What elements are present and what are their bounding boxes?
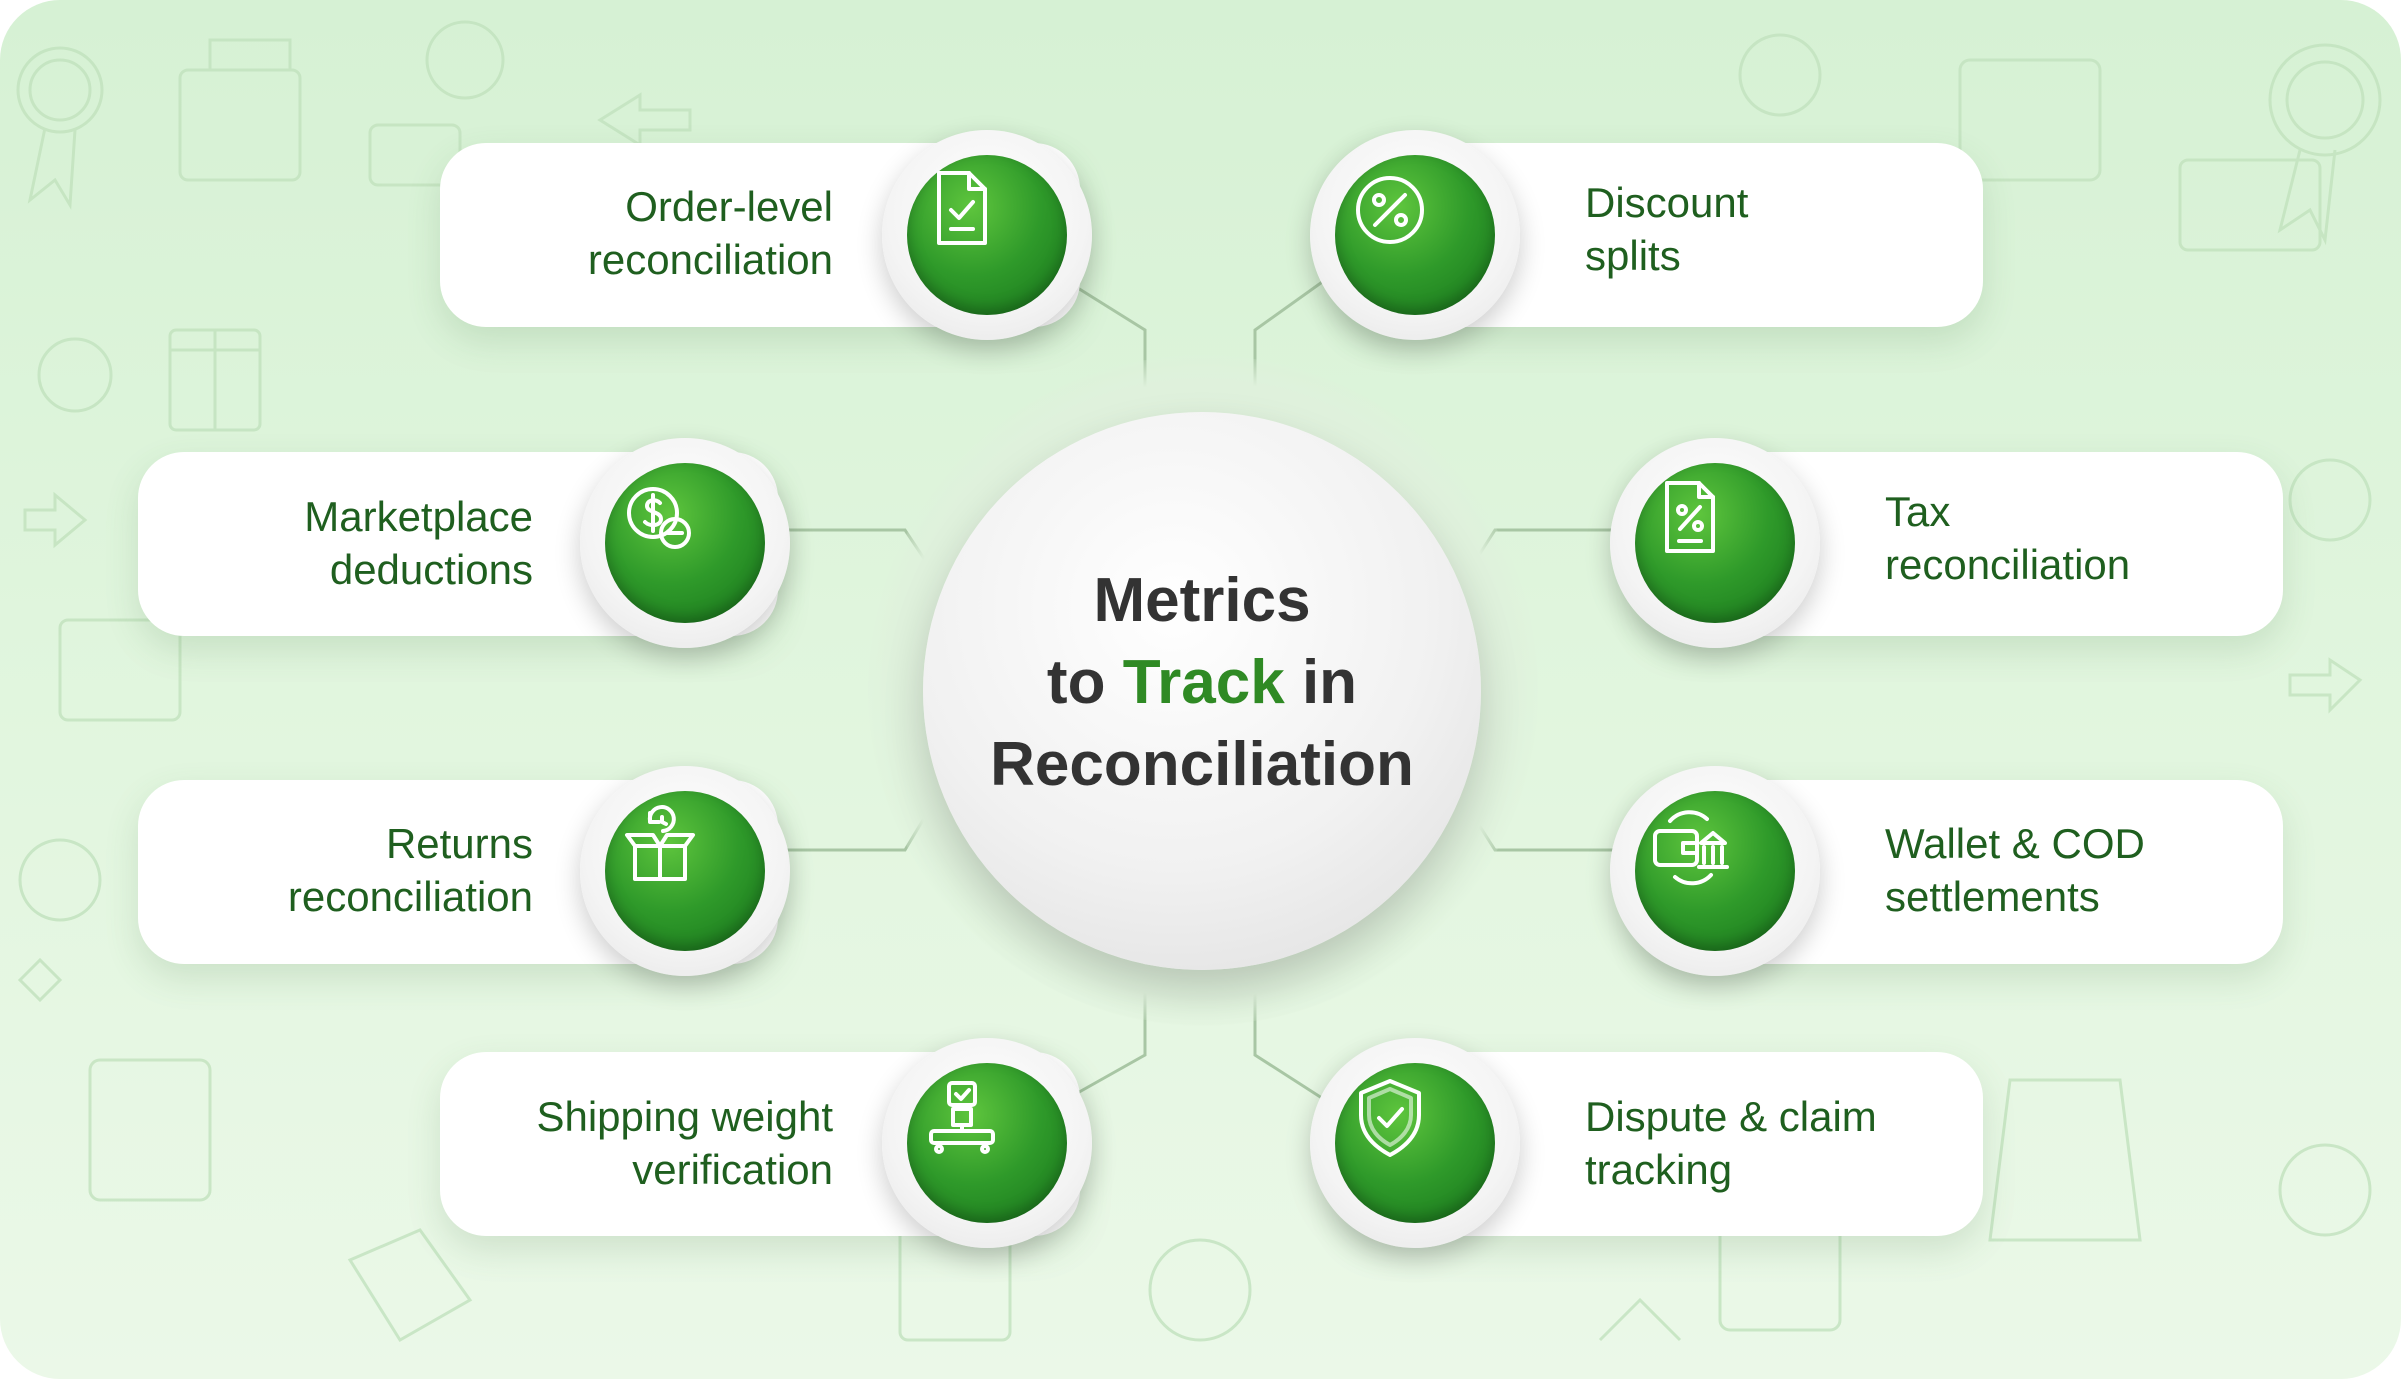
label-line2: deductions <box>329 546 533 593</box>
badge-discount-splits <box>1310 130 1520 340</box>
badge-order-level <box>882 130 1092 340</box>
hub-title-line2-pre: to <box>1046 648 1106 717</box>
label-line2: verification <box>632 1146 833 1193</box>
tax-document-icon <box>1665 481 1715 553</box>
label-line2: tracking <box>1585 1146 1733 1193</box>
label-tax-reconciliation: Tax reconciliation <box>1885 485 2130 591</box>
label-discount-splits: Discount splits <box>1585 176 1748 282</box>
hub-title: Metrics to Track in Reconciliation <box>923 560 1481 806</box>
hub-title-line3: Reconciliation <box>990 730 1414 799</box>
badge-returns-reconciliation <box>580 766 790 976</box>
label-shipping-weight-verification: Shipping weight verification <box>536 1090 833 1196</box>
label-line1: Dispute & claim <box>1585 1093 1877 1140</box>
return-box-icon <box>625 805 695 881</box>
label-line1: Returns <box>385 820 533 867</box>
badge-tax-reconciliation <box>1610 438 1820 648</box>
label-marketplace-deductions: Marketplace deductions <box>304 490 533 596</box>
weighing-scale-icon <box>929 1081 995 1154</box>
hub-title-line1: Metrics <box>1093 566 1311 635</box>
label-line1: Shipping weight <box>536 1093 833 1140</box>
badge-shipping-weight <box>882 1038 1092 1248</box>
percent-badge-icon <box>1356 176 1424 244</box>
label-dispute-claim-tracking: Dispute & claim tracking <box>1585 1090 1877 1196</box>
hub-title-line2-post: in <box>1301 648 1358 717</box>
shield-check-icon <box>1359 1079 1421 1157</box>
hub-title-accent: Track <box>1122 648 1285 717</box>
label-line2: reconciliation <box>587 236 833 283</box>
label-line2: reconciliation <box>287 873 533 920</box>
label-returns-reconciliation: Returns reconciliation <box>288 817 533 923</box>
label-line1: Wallet & COD <box>1885 820 2145 867</box>
coin-minus-icon <box>627 487 691 549</box>
label-wallet-cod-settlements: Wallet & COD settlements <box>1885 817 2145 923</box>
label-line1: Tax <box>1885 488 1951 535</box>
badge-marketplace-deductions <box>580 438 790 648</box>
label-line1: Order-level <box>625 183 833 230</box>
label-order-level-reconciliation: Order-level reconciliation <box>588 180 833 286</box>
label-line2: reconciliation <box>1885 541 2131 588</box>
label-line2: splits <box>1585 232 1681 279</box>
badge-wallet-cod <box>1610 766 1820 976</box>
hub-circle <box>923 412 1481 970</box>
label-line1: Marketplace <box>304 493 533 540</box>
hub-title-line2: to Track in <box>923 642 1481 724</box>
label-line1: Discount <box>1585 179 1749 226</box>
label-line2: settlements <box>1885 873 2100 920</box>
badge-dispute-claim <box>1310 1038 1520 1248</box>
document-check-icon <box>937 171 987 245</box>
wallet-bank-icon <box>1653 810 1729 886</box>
